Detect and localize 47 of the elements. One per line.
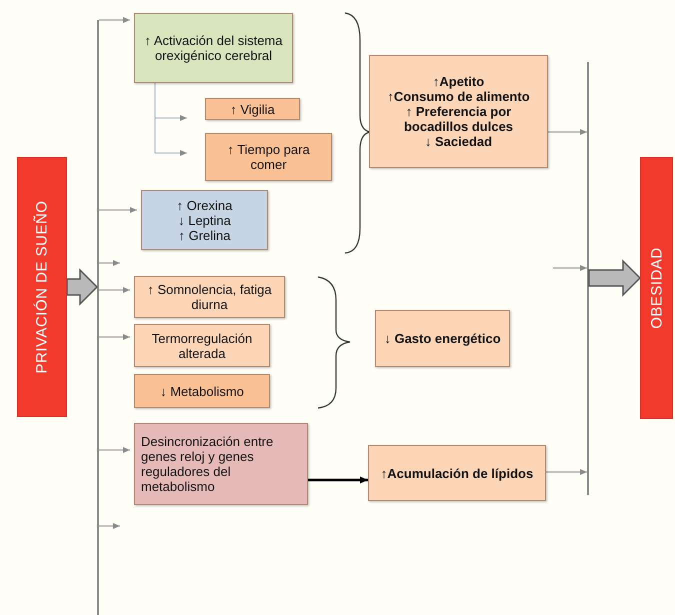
process-box: [134, 324, 270, 367]
box-label: ↓ Saciedad: [424, 134, 492, 149]
process-box: [205, 133, 332, 181]
connector-arrow: [98, 207, 138, 213]
process-box: [369, 55, 548, 168]
vertical-line: [97, 20, 99, 615]
connector-arrow: [98, 334, 130, 340]
box-label: ↑ Orexina: [176, 198, 232, 212]
banner-label: PRIVACIÓN DE SUEÑO: [34, 200, 50, 374]
box-label: ↑ Vigilia: [230, 102, 275, 116]
block-arrow: [66, 268, 98, 306]
process-box: [141, 190, 268, 250]
box-label: ↑Apetito: [432, 74, 484, 89]
connector-arrow: [98, 447, 130, 453]
box-label: Desincronización entre genes reloj y genes reguladores del metabolismo: [141, 434, 274, 494]
box-label: ↑ Somnolencia, fatiga diurna: [146, 282, 273, 312]
connector-arrow: [154, 82, 188, 156]
process-box: [375, 310, 510, 367]
block-arrow: [588, 259, 642, 297]
box-label: ↑ Preferencia por bocadillos dulces: [402, 104, 514, 134]
connector-arrow: [546, 469, 588, 475]
process-box: [134, 13, 293, 83]
connector-arrow: [552, 265, 588, 271]
box-label: ↑ Activación del sistema orexigénico cerebral: [143, 33, 284, 63]
process-box: [134, 423, 308, 505]
process-box: [205, 98, 300, 120]
connector-arrow: [98, 523, 120, 529]
vertical-line: [587, 62, 589, 495]
box-label: ↑ Tiempo para comer: [226, 142, 311, 172]
box-label: ↑ Grelina: [178, 228, 231, 242]
connector-arrow: [98, 17, 130, 23]
connector-arrow: [548, 129, 588, 135]
connector-arrow: [308, 476, 368, 484]
connector-arrow: [98, 260, 120, 266]
vertical-banner: [17, 157, 67, 417]
process-box: [134, 276, 285, 318]
banner-label: OBESIDAD: [648, 247, 665, 329]
box-label: ↑Consumo de alimento: [387, 89, 530, 104]
box-label: Termorregulación alterada: [150, 330, 254, 360]
process-box: [134, 374, 270, 408]
box-label: ↓ Gasto energético: [384, 331, 501, 346]
box-label: ↑Acumulación de lípidos: [380, 466, 534, 480]
connector-arrow: [98, 287, 130, 293]
box-label: ↓ Metabolismo: [160, 384, 244, 398]
vertical-banner: [640, 157, 673, 419]
process-box: [368, 445, 546, 501]
box-label: ↓ Leptina: [178, 212, 231, 228]
